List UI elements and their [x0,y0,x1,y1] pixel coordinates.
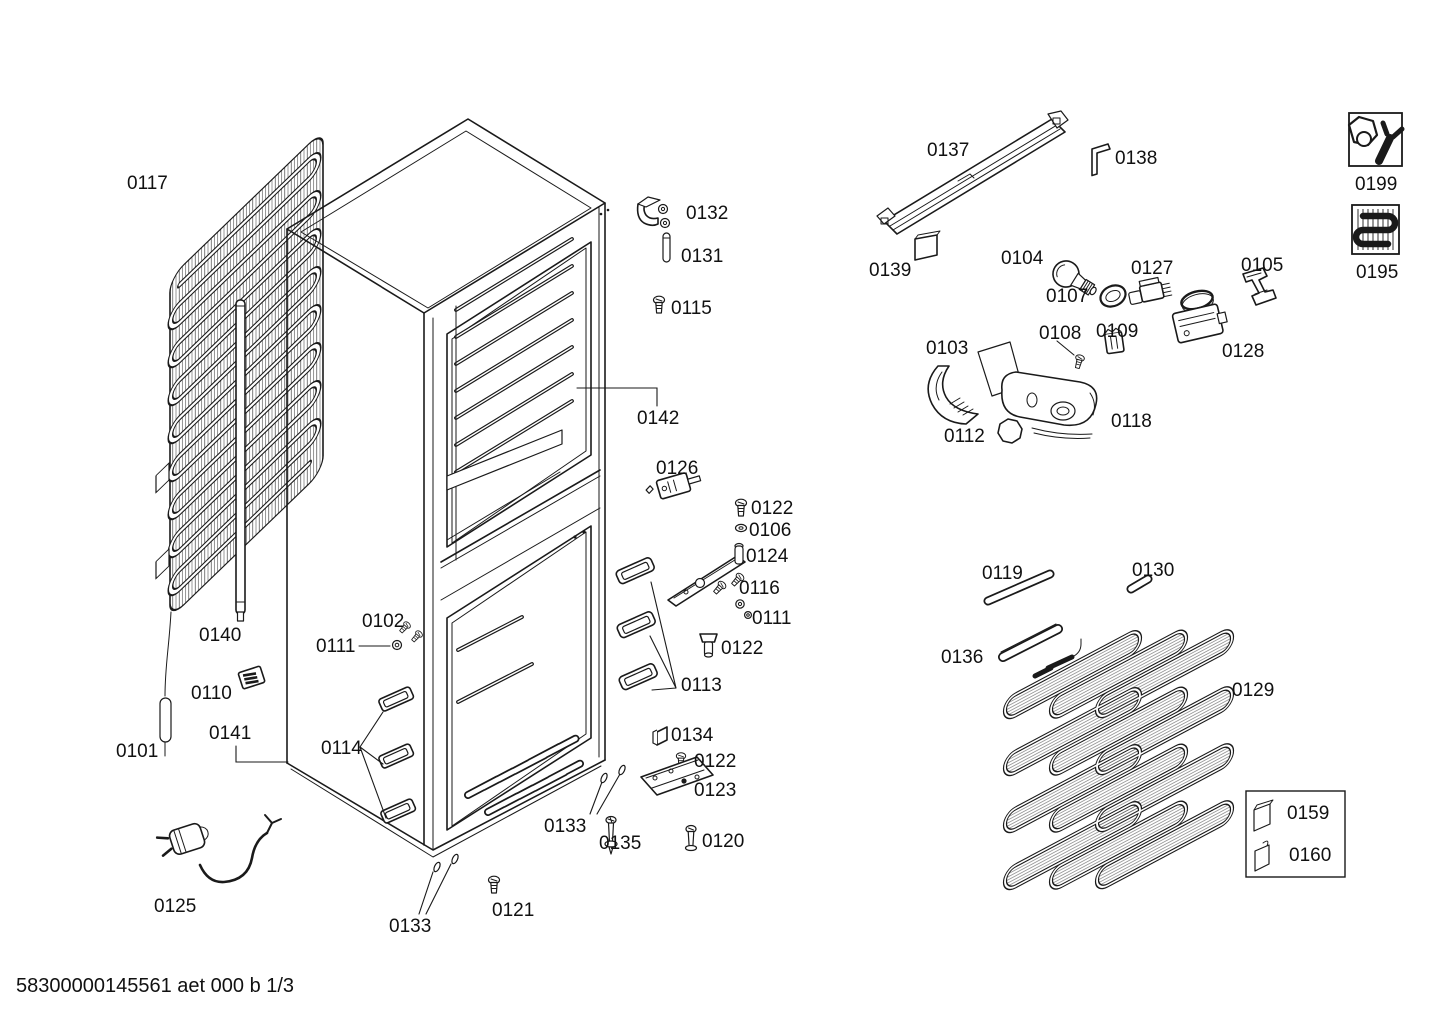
part-0132-clip [636,196,671,229]
leader-lines [235,340,1075,915]
part-0139-plate [914,230,941,261]
part-0111-ring-a [391,639,403,651]
part-label-0114: 0114 [321,738,362,759]
part-label-0121: 0121 [492,900,535,921]
part-0103-cover [927,365,979,425]
part-0123-plate [640,756,714,796]
part-label-0102: 0102 [362,611,405,632]
part-label-0160: 0160 [1289,845,1332,866]
part-label-0119: 0119 [982,563,1023,584]
part-label-0120: 0120 [702,831,745,852]
part-label-0113: 0113 [681,675,722,696]
part-0108-screw [1072,353,1086,370]
part-0121-screw [487,875,501,894]
part-label-0134: 0134 [671,725,714,746]
part-0115-screw [652,295,666,314]
part-label-0132: 0132 [686,203,729,224]
part-label-0133: 0133 [389,916,432,937]
part-0126-switch [645,472,702,500]
vent-slots [464,734,584,816]
part-label-0142: 0142 [637,408,680,429]
part-0109-switch [1104,327,1125,355]
part-0105-bracket [1242,267,1277,306]
part-0134-bracket [652,726,668,746]
part-label-0130: 0130 [1132,560,1175,581]
part-0113-caps [615,557,658,691]
part-label-0112: 0112 [944,426,985,447]
part-label-0106: 0106 [749,520,792,541]
part-label-0159: 0159 [1287,803,1330,824]
part-label-0125: 0125 [154,896,197,917]
part-0133-rings-b [433,853,459,873]
inset-box-0159-0160 [1245,790,1346,878]
part-label-0135: 0135 [599,833,642,854]
part-label-0131: 0131 [681,246,724,267]
part-0137-rail [876,110,1069,235]
part-label-0123: 0123 [694,780,737,801]
part-label-0122: 0122 [751,498,794,519]
part-0130-tube [1126,574,1153,594]
part-0124-hinge [667,542,746,607]
part-0138-bracket [1091,143,1111,177]
part-0129-heater [1002,629,1235,891]
part-label-0109: 0109 [1096,321,1139,342]
part-label-0103: 0103 [926,338,969,359]
part-label-0128: 0128 [1222,341,1265,362]
part-label-0199: 0199 [1355,174,1398,195]
part-label-0117: 0117 [127,173,168,194]
part-0136-strip [998,623,1063,662]
condenser-coil-icon [1351,204,1400,255]
shelf-rails [454,237,574,474]
part-0127-holder [1128,276,1173,305]
document-number: 58300000145561 aet 000 b 1/3 [16,975,295,997]
part-label-0129: 0129 [1232,680,1275,701]
part-0133-rings-a [600,764,626,784]
part-0122-bolt-b [699,633,718,658]
part-0141-cabinet [286,118,610,858]
part-label-0110: 0110 [191,683,232,704]
part-0128-thermostat [1171,289,1228,344]
part-label-0139: 0139 [869,260,912,281]
part-label-0108: 0108 [1039,323,1082,344]
part-label-0101: 0101 [116,741,159,762]
part-label-0141: 0141 [209,723,252,744]
part-label-0126: 0126 [656,458,699,479]
part-label-0115: 0115 [671,298,712,319]
part-label-0104: 0104 [1001,248,1044,269]
part-0106-washer [734,523,748,533]
part-0135-foot-screw [604,815,618,855]
part-label-0122: 0122 [694,751,737,772]
part-label-0195: 0195 [1356,262,1399,283]
part-label-0105: 0105 [1241,255,1284,276]
part-0122-screw-a [734,498,748,517]
part-0119-tube [983,569,1055,606]
part-label-0111: 0111 [316,636,356,657]
part-label-0116: 0116 [739,578,780,599]
part-0110-connector [237,665,266,690]
part-0107-gasket [1099,284,1127,308]
part-0104-bulb [1052,260,1097,296]
tools-icon [1347,112,1405,167]
part-label-0127: 0127 [1131,258,1174,279]
part-label-0138: 0138 [1115,148,1158,169]
part-label-0140: 0140 [199,625,242,646]
part-label-0137: 0137 [927,140,970,161]
part-0131-pin [662,232,671,263]
part-0101-dryer [159,611,172,757]
part-label-0122: 0122 [721,638,764,659]
part-label-0124: 0124 [746,546,789,567]
part-label-0136: 0136 [941,647,984,668]
part-label-0118: 0118 [1111,411,1152,432]
part-0140-tube [235,299,246,622]
part-0111-rings-b [735,599,752,619]
part-0118-lamp-housing [977,341,1098,439]
part-label-0111: 0111 [752,608,792,629]
part-0125-power-cord [155,814,282,884]
part-0114-caps [378,686,417,824]
part-0120-screw [684,824,698,852]
part-label-0133: 0133 [544,816,587,837]
part-label-0107: 0107 [1046,286,1089,307]
part-0112-knob [997,418,1023,444]
